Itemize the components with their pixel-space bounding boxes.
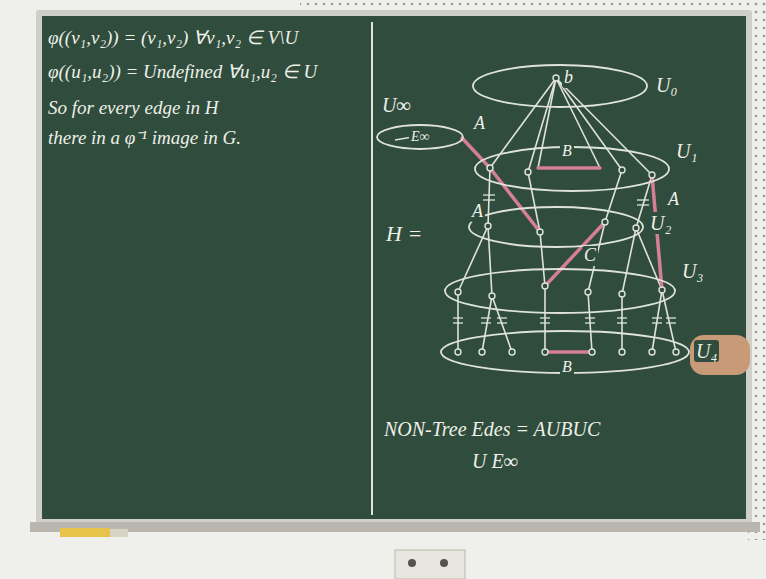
note-line: So for every edge in H bbox=[48, 98, 218, 119]
graph-name: H = bbox=[386, 222, 422, 246]
edge-set-label: B bbox=[560, 142, 574, 160]
edge-set-label: C bbox=[582, 246, 598, 266]
vertex-set-ellipse: bU₀ bbox=[472, 64, 648, 108]
formula-line: φ((u₁,u₂)) = Undefined ∀u₁,u₂ ∈ U bbox=[48, 62, 317, 83]
equation-line: U E∞ bbox=[472, 450, 518, 472]
note-line: there in a φ⁻¹ image in G. bbox=[48, 128, 241, 149]
set-name: U₁ bbox=[674, 140, 699, 162]
set-name: E∞ bbox=[409, 129, 432, 144]
formula-line: φ((v₁,v₂)) = (v₁,v₂) ∀v₁,v₂ ∈ V\U bbox=[48, 28, 298, 49]
tree-edges bbox=[395, 78, 676, 352]
board-divider bbox=[371, 22, 373, 515]
edge-set-label: A bbox=[472, 114, 487, 134]
set-name: U₀ bbox=[654, 74, 679, 96]
edge-set-label: B bbox=[560, 358, 574, 376]
set-name: b bbox=[562, 68, 575, 88]
ellipse-outline bbox=[444, 268, 676, 314]
edge-set-label: A bbox=[470, 202, 485, 222]
non-tree-edges bbox=[462, 138, 662, 352]
set-name: U∞ bbox=[380, 94, 413, 116]
set-name: U₄ bbox=[694, 340, 719, 362]
set-name: U₃ bbox=[680, 260, 705, 282]
edge-set-label: A bbox=[666, 190, 681, 210]
ellipse-outline bbox=[472, 64, 648, 108]
hash-marks bbox=[453, 195, 676, 323]
equation-line: NON-Tree Edes = AUBUC bbox=[384, 418, 600, 440]
ellipse-outline bbox=[468, 206, 644, 248]
vertex-set-ellipse: U₃ bbox=[444, 268, 676, 314]
vertex-set-ellipse: U₂ bbox=[468, 206, 644, 248]
vertex-set-ellipse: U∞E∞ bbox=[376, 124, 464, 150]
set-name: U₂ bbox=[648, 212, 673, 234]
